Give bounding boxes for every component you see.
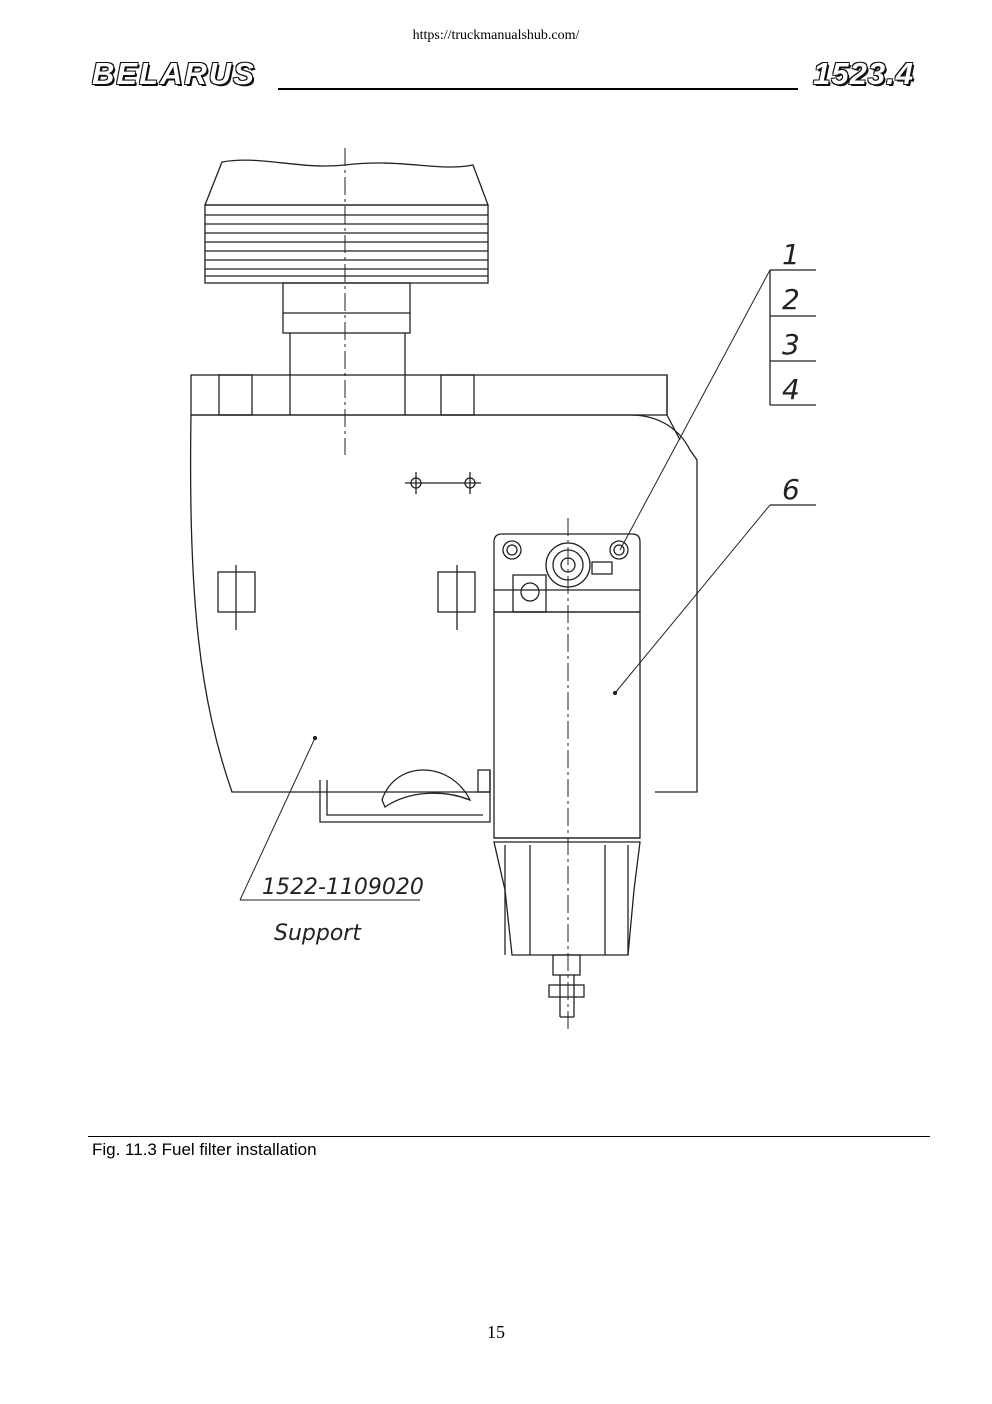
brand-logo: BELARUS — [92, 56, 256, 91]
header-rule — [278, 88, 798, 90]
caption-rule — [88, 1136, 930, 1137]
part-name-label: Support — [274, 921, 362, 946]
callout-4: 4 — [782, 373, 800, 406]
model-number: 1523.4 — [813, 56, 914, 91]
source-url[interactable]: https://truckmanualshub.com/ — [412, 28, 580, 43]
page-number: 15 — [487, 1322, 505, 1342]
support-body — [189, 374, 698, 793]
fuel-filter-drawing: 1 2 3 4 6 1522-1109020 Support — [189, 148, 816, 1032]
callout-6: 6 — [782, 473, 800, 506]
filter-bracket — [319, 769, 491, 823]
callout-1: 1 — [782, 238, 800, 271]
callout-2: 2 — [782, 283, 800, 316]
air-filter-cap — [204, 159, 489, 415]
figure-caption: Fig. 11.3 Fuel filter installation — [92, 1140, 317, 1159]
callout-3: 3 — [782, 328, 800, 361]
fuel-filter — [493, 518, 641, 1032]
part-number-label: 1522-1109020 — [262, 875, 424, 900]
callout-table — [239, 269, 816, 901]
